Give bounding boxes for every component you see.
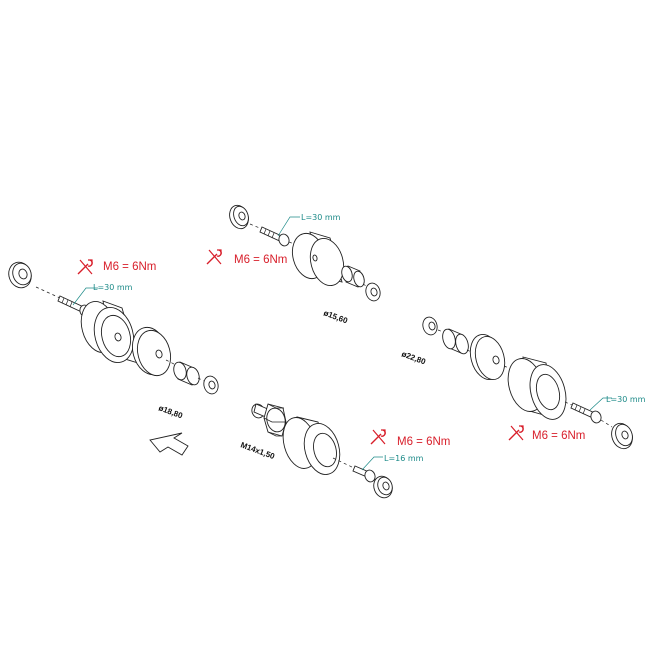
diameter-label: ø15,60 (322, 308, 349, 325)
bar-end-weight (507, 356, 567, 420)
length-label: L=30 mm (301, 213, 341, 222)
ring (422, 316, 438, 336)
ring (203, 375, 219, 395)
torque-spec: M6 = 6Nm (234, 254, 287, 266)
diameter-label: ø18,80 (157, 403, 184, 420)
torque-spec: M6 = 6Nm (103, 261, 156, 273)
assembly-bottom: L=16 mm M6 = 6Nm M14x1,50 (239, 403, 450, 499)
assembly-right: L=30 mm M6 = 6Nm ø22,80 (400, 316, 646, 450)
sleeve (173, 361, 200, 386)
length-label: L=16 mm (384, 454, 424, 463)
bar-end-weight (80, 300, 139, 364)
wrench-torque-icon (77, 259, 93, 275)
wrench-torque-icon (370, 429, 386, 445)
torque-spec: M6 = 6Nm (397, 436, 450, 448)
length-label: L=30 mm (93, 283, 133, 292)
direction-arrow-icon (149, 432, 189, 456)
assembly-top: L=30 mm M6 = 6Nm ø15,60 (206, 204, 381, 326)
sleeve (442, 328, 469, 355)
torque-spec: M6 = 6Nm (532, 430, 585, 442)
assembly-left: L=30 mm M6 = 6Nm ø18,80 (8, 259, 219, 421)
screw (570, 402, 602, 424)
washer (373, 475, 393, 499)
spacer-disc (469, 333, 506, 381)
wrench-torque-icon (206, 249, 222, 265)
wrench-torque-icon (508, 425, 524, 441)
washer (229, 204, 249, 230)
bar-end-weight (291, 231, 345, 286)
length-label: L=30 mm (606, 395, 646, 404)
screw (352, 465, 376, 483)
ring (365, 282, 381, 302)
bar-end-weight (282, 416, 341, 475)
threaded-adapter (251, 403, 287, 437)
diameter-label: ø22,80 (400, 349, 427, 366)
spacer-disc (131, 326, 172, 377)
screw (259, 226, 290, 247)
sleeve (341, 265, 365, 288)
washer (8, 261, 32, 289)
washer (611, 422, 633, 450)
thread-label: M14x1,50 (239, 440, 276, 461)
